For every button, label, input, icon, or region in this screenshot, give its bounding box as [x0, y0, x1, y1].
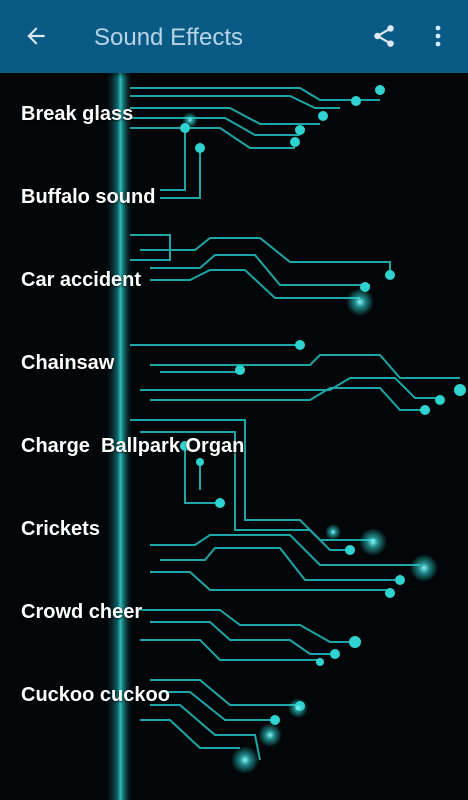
- sound-item-label: Charge Ballpark Organ: [21, 435, 245, 457]
- sound-list: Break glass Buffalo sound Car accident C…: [0, 73, 468, 737]
- sound-item-cuckoo-cuckoo[interactable]: Cuckoo cuckoo: [0, 654, 468, 737]
- sound-item-label: Cuckoo cuckoo: [21, 684, 170, 706]
- sound-item-label: Chainsaw: [21, 352, 115, 374]
- sound-item-label: Crowd cheer: [21, 601, 143, 623]
- sound-item-label: Car accident: [21, 269, 142, 291]
- more-options-button[interactable]: [420, 14, 456, 58]
- sound-item-crickets[interactable]: Crickets: [0, 488, 468, 571]
- arrow-left-icon: [27, 27, 45, 45]
- more-vertical-icon: [435, 25, 441, 47]
- share-icon: [374, 25, 394, 47]
- share-button[interactable]: [362, 14, 406, 58]
- page-title: Sound Effects: [94, 24, 243, 51]
- sound-item-crowd-cheer[interactable]: Crowd cheer: [0, 571, 468, 654]
- sound-item-chainsaw[interactable]: Chainsaw: [0, 322, 468, 405]
- app-toolbar: Sound Effects: [0, 0, 468, 73]
- sound-item-label: Buffalo sound: [21, 186, 156, 208]
- back-button[interactable]: [14, 14, 58, 58]
- sound-item-buffalo-sound[interactable]: Buffalo sound: [0, 156, 468, 239]
- sound-item-charge-ballpark-organ[interactable]: Charge Ballpark Organ: [0, 405, 468, 488]
- sound-item-label: Break glass: [21, 103, 134, 125]
- sound-item-break-glass[interactable]: Break glass: [0, 73, 468, 156]
- sound-item-label: Crickets: [21, 518, 100, 540]
- sound-item-car-accident[interactable]: Car accident: [0, 239, 468, 322]
